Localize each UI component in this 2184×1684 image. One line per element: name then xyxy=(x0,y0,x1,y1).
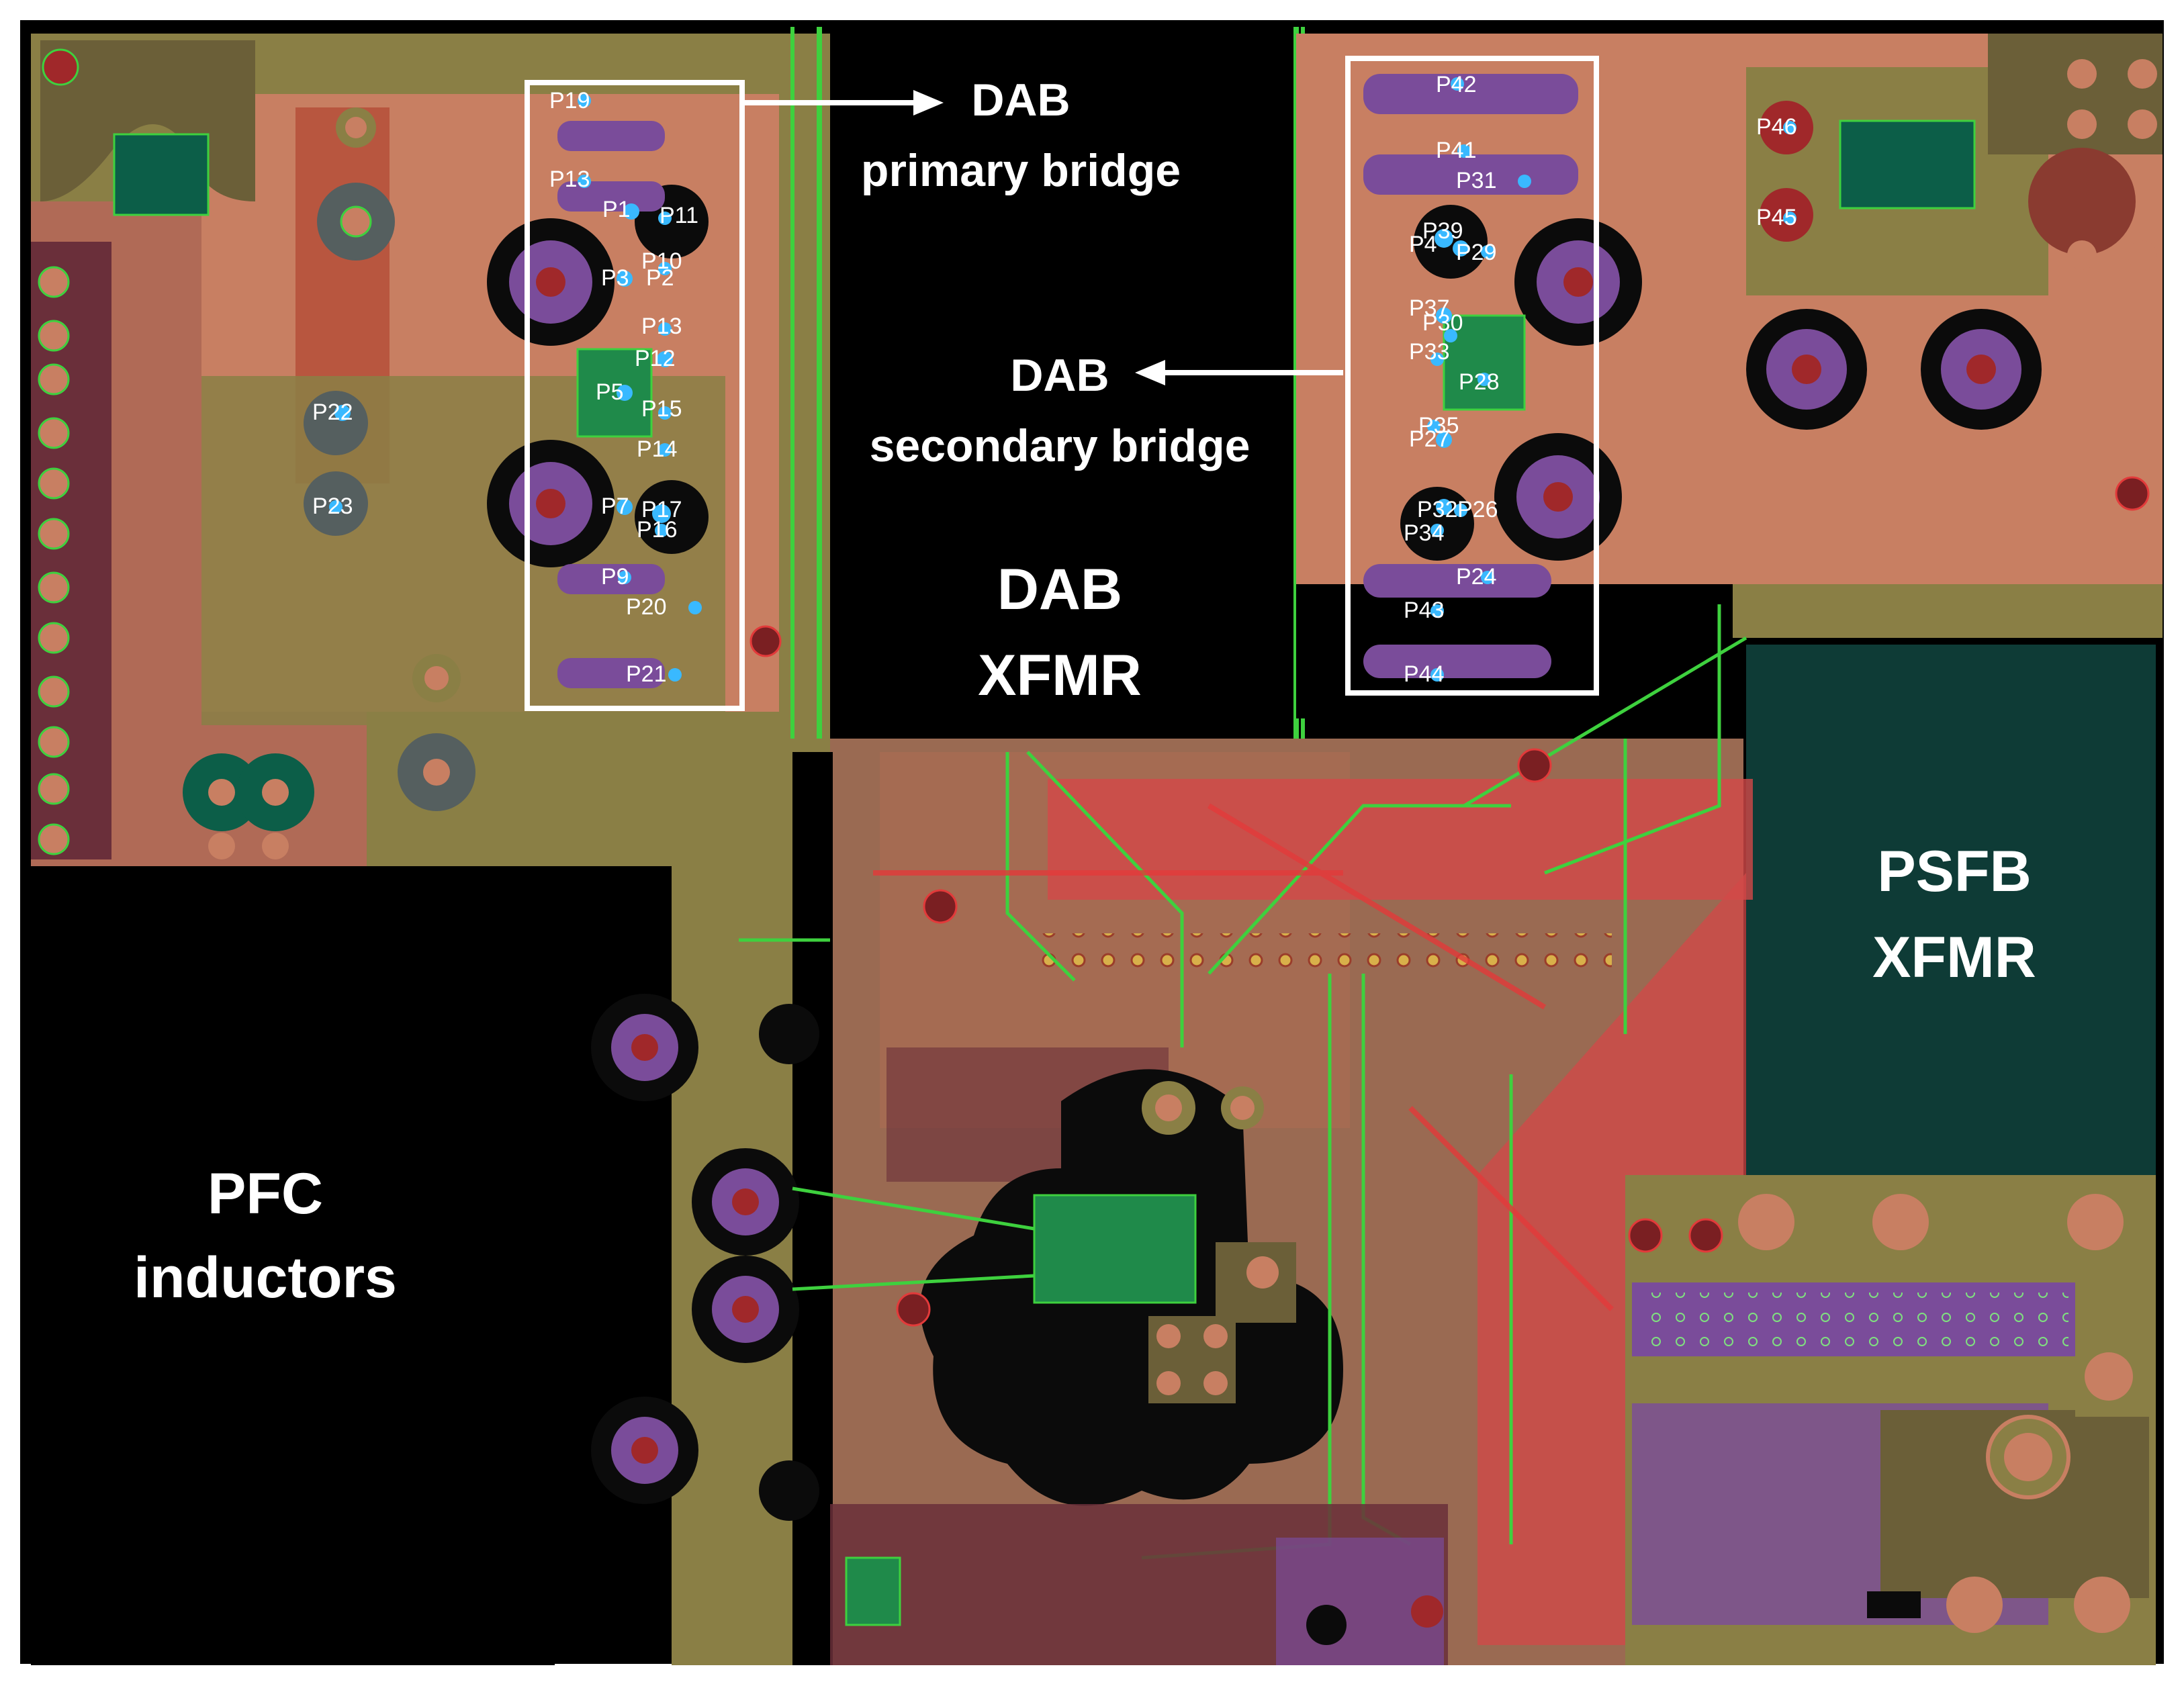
mounting-vias xyxy=(749,476,2150,1327)
mounting-holes-left xyxy=(183,107,475,859)
dab-xfmr-label-line2: XFMR xyxy=(978,643,1142,708)
probe-label: P3 xyxy=(601,265,629,291)
probe-label: P7 xyxy=(601,494,629,519)
probe-label: P20 xyxy=(626,594,667,620)
probe-label: P44 xyxy=(1404,661,1445,687)
probe-label: P11 xyxy=(659,203,698,228)
probe-label: P46 xyxy=(1756,114,1797,140)
dab-secondary-label-line2: secondary bridge xyxy=(870,420,1250,471)
copper-pour-bottom-center xyxy=(830,1504,1448,1665)
probe-label: P14 xyxy=(637,436,678,462)
dab-primary-label-line1: DAB xyxy=(971,75,1070,126)
probe-label: P32 xyxy=(1417,497,1458,522)
probe-label: P12 xyxy=(635,346,676,371)
probe-label: P10 xyxy=(641,248,682,274)
probe-label: P34 xyxy=(1404,520,1445,546)
probe-label: P28 xyxy=(1459,369,1500,395)
dab-xfmr-footprint xyxy=(830,20,1287,739)
probe-label: P13 xyxy=(549,167,590,192)
pfc-label-line2: inductors xyxy=(134,1246,397,1310)
probe-label: P39 xyxy=(1422,218,1463,244)
dab-secondary-label-line1: DAB xyxy=(1010,350,1109,401)
dab-primary-label-line2: primary bridge xyxy=(861,145,1181,196)
left-connector-pads xyxy=(31,242,111,859)
probe-label: P19 xyxy=(549,88,590,113)
left-center-column xyxy=(591,739,833,1665)
probe-label: P35 xyxy=(1418,413,1459,438)
psfb-xfmr-label-line1: PSFB xyxy=(1877,839,2031,904)
probe-label: P41 xyxy=(1436,138,1477,163)
probe-label: P5 xyxy=(596,379,624,405)
primary-bridge-highlight-box xyxy=(525,80,745,711)
probe-label: P24 xyxy=(1456,564,1497,590)
secondary-bridge-arrow xyxy=(1135,360,1343,385)
probe-label: P16 xyxy=(637,517,678,543)
secondary-bridge-devices xyxy=(1363,74,1642,678)
probe-label: P26 xyxy=(1457,497,1498,522)
probe-label: P4 xyxy=(1409,232,1437,257)
probe-label: P21 xyxy=(626,661,667,687)
probe-label: P1 xyxy=(602,197,631,222)
probe-label: P42 xyxy=(1436,72,1477,97)
probe-label: P33 xyxy=(1409,339,1450,365)
copper-pour-lower-right xyxy=(1625,1175,2156,1665)
central-cutout xyxy=(920,1069,1343,1506)
probe-label: P15 xyxy=(641,396,682,422)
probe-label: P23 xyxy=(312,494,353,519)
primary-bridge-arrow xyxy=(742,90,944,115)
probe-label: P22 xyxy=(312,400,353,425)
probe-label: P31 xyxy=(1456,168,1497,193)
probe-labels: P19 P13 P1 P11 P3 P10 P2 P13 P12 P5 P15 … xyxy=(312,72,1797,687)
psfb-xfmr-footprint xyxy=(1746,645,2156,1175)
secondary-bridge-highlight-box xyxy=(1345,56,1599,696)
probe-label: P27 xyxy=(1409,426,1450,452)
probe-label: P37 xyxy=(1409,295,1450,321)
psfb-xfmr-label-line2: XFMR xyxy=(1872,925,2036,990)
probe-label: P29 xyxy=(1456,240,1497,265)
probe-label: P45 xyxy=(1756,205,1797,230)
probe-label: P17 xyxy=(641,497,682,522)
power-traces-red xyxy=(873,803,1614,1311)
probe-label: P2 xyxy=(646,265,674,291)
top-left-mounting-area xyxy=(40,40,255,216)
probe-label: P13 xyxy=(641,314,682,339)
probe-label: P9 xyxy=(601,564,629,590)
probe-markers xyxy=(329,77,1796,682)
dab-xfmr-label-line1: DAB xyxy=(997,557,1122,622)
probe-label: P43 xyxy=(1404,598,1445,623)
probe-label: P30 xyxy=(1422,310,1463,336)
top-right-devices xyxy=(1746,59,2157,430)
pfc-label-line1: PFC xyxy=(208,1162,323,1226)
